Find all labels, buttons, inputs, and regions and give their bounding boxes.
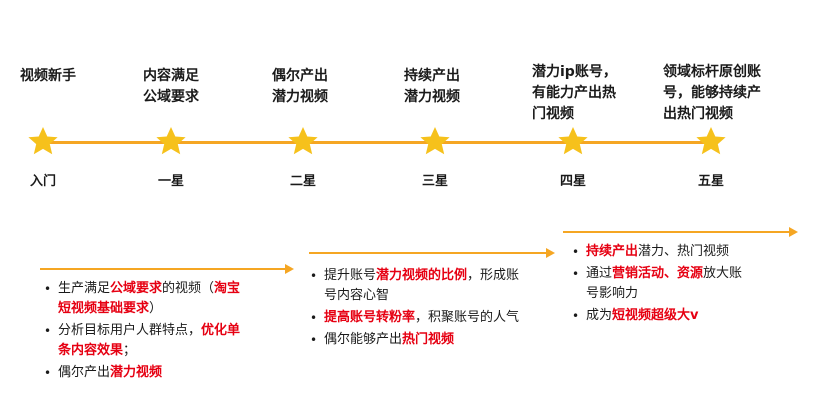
bullet-line: 号影响力: [586, 284, 803, 304]
bullet-line: 生产满足公域要求的视频（淘宝: [58, 279, 302, 299]
bullet-item: 提高账号转粉率，积聚账号的人气: [306, 308, 556, 328]
body-text: 通过: [586, 266, 613, 281]
bullet-line: 分析目标用户人群特点，优化单: [58, 321, 302, 341]
bullet-list-2: 持续产出潜力、热门视频通过营销活动、资源放大账号影响力成为短视频超级大v: [568, 242, 803, 328]
stage-label-1: 内容满足 公域要求: [143, 68, 199, 105]
bullet-line: 偶尔产出潜力视频: [58, 363, 302, 383]
progress-arrow-1: [309, 248, 555, 258]
body-text: ）: [149, 301, 163, 316]
bullet-item: 持续产出潜力、热门视频: [568, 242, 803, 262]
progress-arrow-0: [40, 264, 294, 274]
body-text: 成为: [586, 308, 613, 323]
body-text: ，积聚账号的人气: [415, 310, 520, 325]
bullet-line: 号内容心智: [324, 286, 556, 306]
bullet-item: 偶尔产出潜力视频: [40, 363, 302, 383]
highlight-text: 潜力视频: [110, 365, 163, 380]
highlight-text: 淘宝: [214, 281, 241, 296]
highlight-text: 营销活动、资源: [612, 266, 704, 281]
highlight-text: 持续产出: [586, 244, 639, 259]
stage-grade-3: 三星: [421, 174, 448, 189]
stage-label-5: 领域标杆原创账 号，能够持续产 出热门视频: [663, 64, 761, 122]
body-text: 潜力、热门视频: [638, 244, 730, 259]
bullet-line: 条内容效果；: [58, 341, 302, 361]
body-text: 生产满足: [58, 281, 111, 296]
bullet-line: 通过营销活动、资源放大账: [586, 264, 803, 284]
bullet-list-0: 生产满足公域要求的视频（淘宝短视频基础要求）分析目标用户人群特点，优化单条内容效…: [40, 279, 302, 385]
star-icon-3: [420, 127, 450, 155]
bullet-list-1: 提升账号潜力视频的比例，形成账号内容心智提高账号转粉率，积聚账号的人气偶尔能够产…: [306, 266, 556, 352]
star-icon-4: [558, 127, 588, 155]
body-text: 偶尔能够产出: [324, 332, 403, 347]
highlight-text: 潜力视频的比例: [376, 268, 468, 283]
stage-grade-0: 入门: [29, 174, 56, 189]
body-text: 号内容心智: [324, 288, 390, 303]
body-text: ；: [123, 343, 137, 358]
star-icon-0: [28, 127, 58, 155]
stage-grade-5: 五星: [697, 174, 724, 189]
bullet-line: 提高账号转粉率，积聚账号的人气: [324, 308, 556, 328]
stage-label-2: 偶尔产出 潜力视频: [272, 68, 328, 105]
bullet-item: 偶尔能够产出热门视频: [306, 330, 556, 350]
bullet-item: 成为短视频超级大v: [568, 306, 803, 326]
body-text: 号影响力: [586, 286, 639, 301]
highlight-text: 提高账号转粉率: [324, 310, 416, 325]
highlight-text: 短视频基础要求: [58, 301, 150, 316]
highlight-text: 公域要求: [110, 281, 163, 296]
star-icon-5: [696, 127, 726, 155]
highlight-text: 热门视频: [402, 332, 455, 347]
body-text: 放大账: [703, 266, 743, 281]
star-icon-2: [288, 127, 318, 155]
stage-label-0: 视频新手: [20, 68, 76, 84]
bullet-line: 偶尔能够产出热门视频: [324, 330, 556, 350]
body-text: 偶尔产出: [58, 365, 111, 380]
body-text: 分析目标用户人群特点，: [58, 323, 202, 338]
body-text: 的视频（: [162, 281, 215, 296]
stage-label-3: 持续产出 潜力视频: [404, 68, 460, 105]
body-text: ，形成账: [467, 268, 520, 283]
highlight-text: 优化单: [201, 323, 241, 338]
bullet-line: 持续产出潜力、热门视频: [586, 242, 803, 262]
star-icon-1: [156, 127, 186, 155]
bullet-line: 成为短视频超级大v: [586, 306, 803, 326]
bullet-line: 提升账号潜力视频的比例，形成账: [324, 266, 556, 286]
body-text: 提升账号: [324, 268, 377, 283]
bullet-line: 短视频基础要求）: [58, 299, 302, 319]
stage-grade-1: 一星: [157, 174, 184, 189]
stage-grade-2: 二星: [289, 174, 316, 189]
progress-arrow-2: [563, 227, 798, 237]
stage-label-4: 潜力ip账号， 有能力产出热 门视频: [532, 64, 617, 122]
timeline-line: [42, 141, 710, 144]
highlight-text: 短视频超级大v: [612, 308, 699, 323]
stage-grade-4: 四星: [559, 174, 586, 189]
highlight-text: 条内容效果: [58, 343, 124, 358]
